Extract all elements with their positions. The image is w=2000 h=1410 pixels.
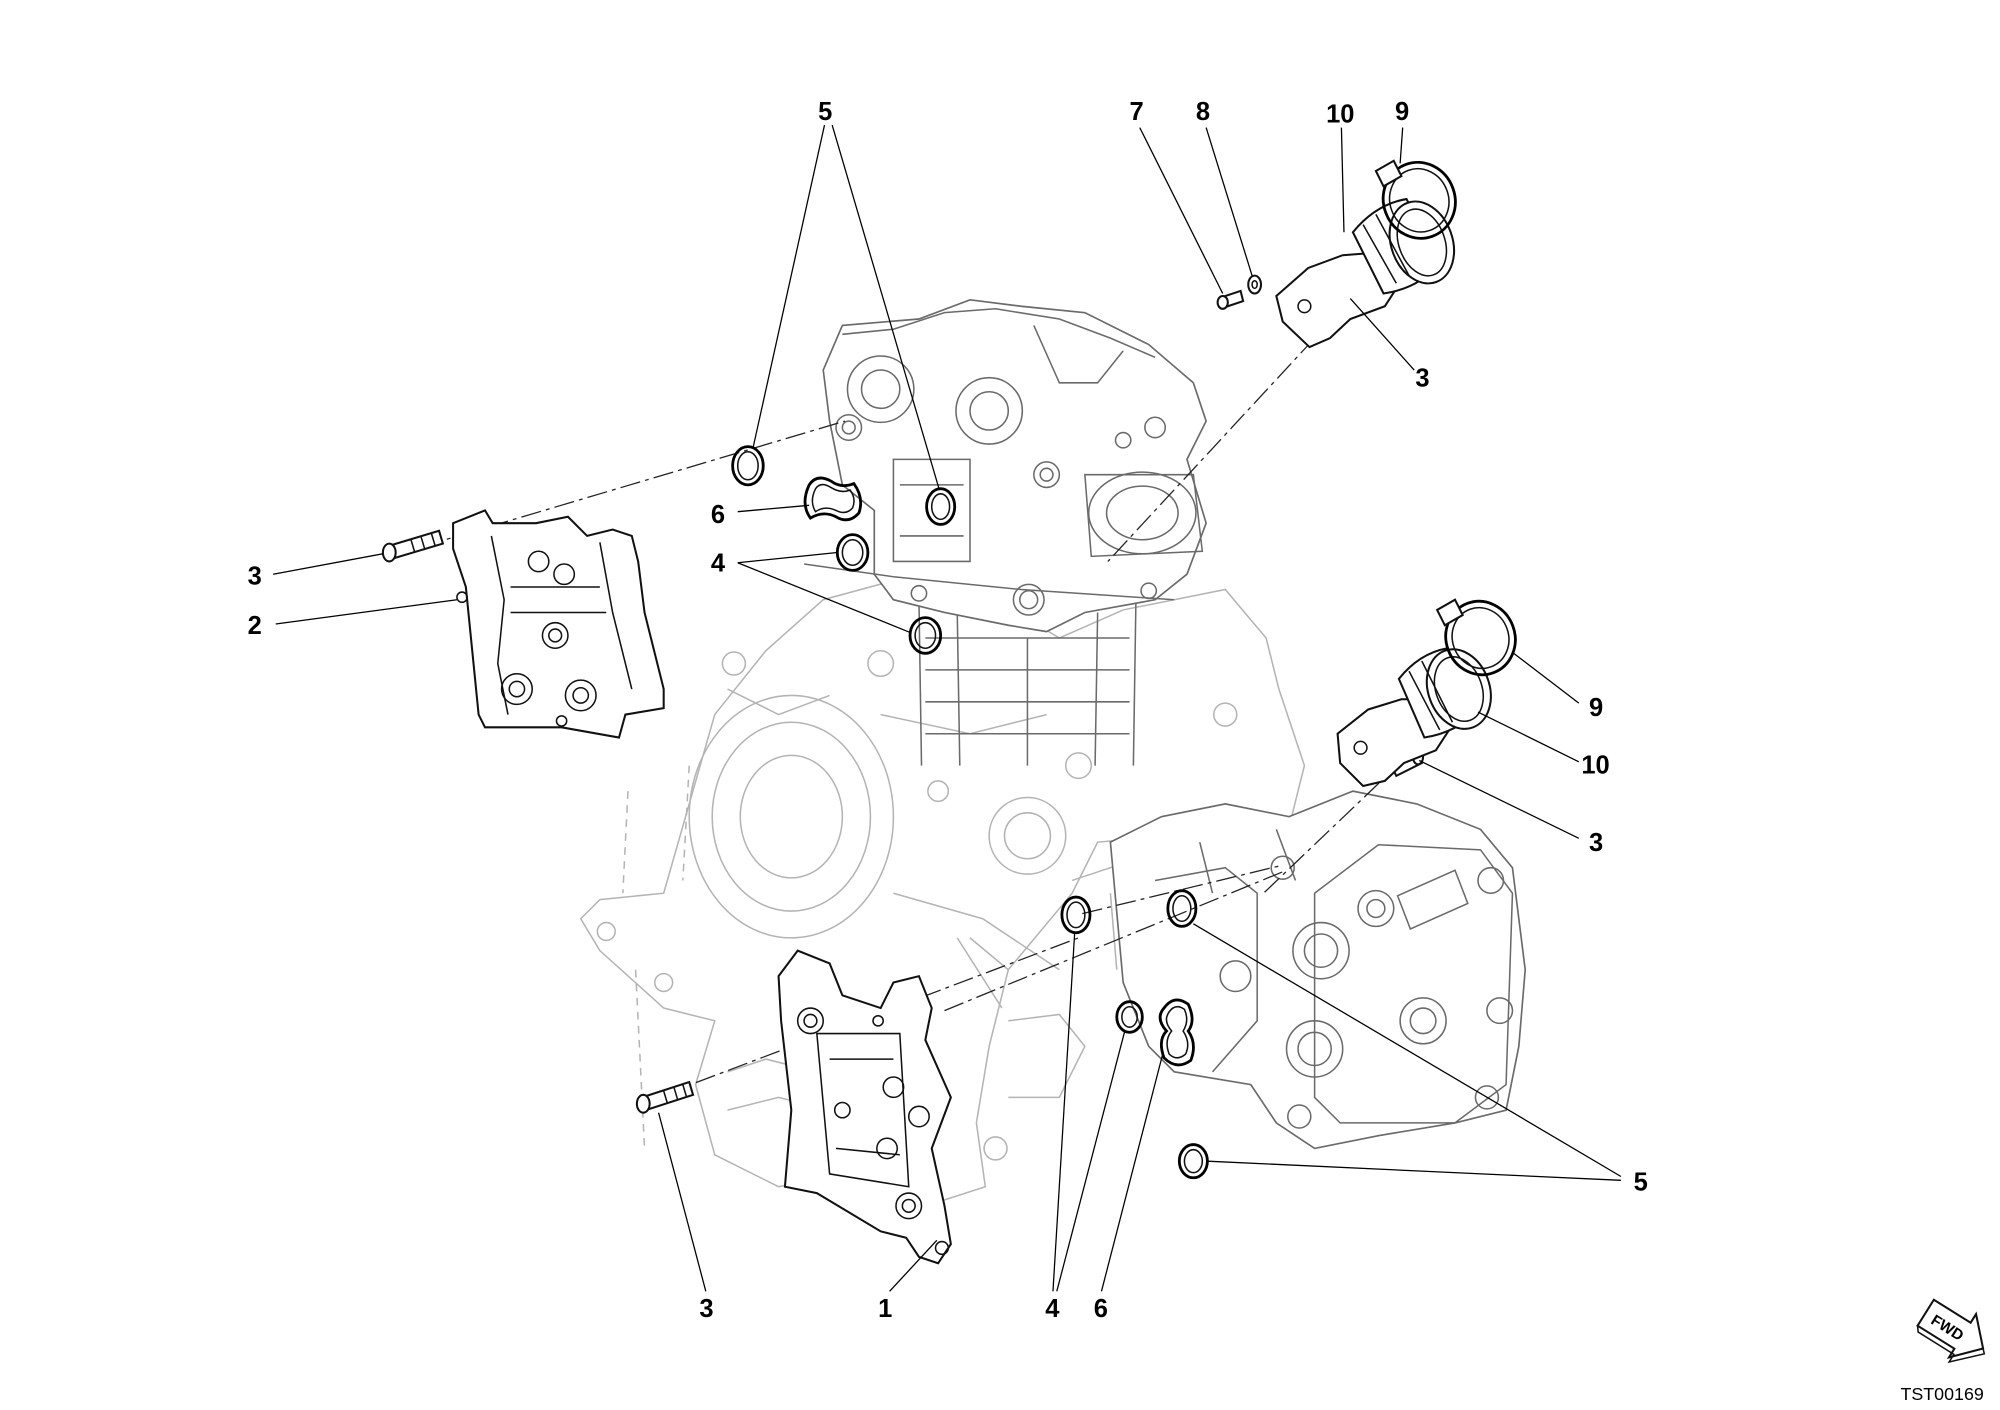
crankcase <box>579 579 1306 1207</box>
callout-4-bottom: 4 <box>1045 1295 1060 1323</box>
callout-10-right: 10 <box>1581 751 1609 779</box>
callout-9-right: 9 <box>1589 694 1603 722</box>
o-ring <box>1166 889 1198 928</box>
callout-labels: 5 7 8 10 9 3 6 4 3 2 9 10 3 5 3 1 4 6 <box>248 98 1648 1323</box>
vertical-cylinder <box>918 599 1137 766</box>
callout-9-top: 9 <box>1395 98 1409 126</box>
callout-3-right-upper: 3 <box>1415 365 1429 393</box>
o-ring <box>1115 1000 1144 1034</box>
callout-7: 7 <box>1130 98 1144 126</box>
o-ring <box>925 487 957 526</box>
belt-cover-horizontal-head <box>777 949 952 1265</box>
vertical-cylinder-head <box>803 299 1208 633</box>
horizontal-cylinder-head <box>1109 790 1527 1150</box>
valve-cover-plate <box>1396 869 1469 930</box>
drawing-code: TST00169 <box>1900 1384 1983 1404</box>
callout-1: 1 <box>878 1295 892 1323</box>
screw-7 <box>1216 289 1245 310</box>
callout-3-bottom: 3 <box>699 1295 713 1323</box>
forward-direction-arrow: FWD <box>1916 1298 1986 1364</box>
callout-4-left: 4 <box>711 550 726 578</box>
callout-2: 2 <box>248 612 262 640</box>
intake-manifold-top <box>1275 197 1456 349</box>
callout-5-right: 5 <box>1634 1169 1648 1197</box>
o-ring <box>731 445 765 487</box>
callout-5-top: 5 <box>818 98 832 126</box>
callout-6-left: 6 <box>711 501 725 529</box>
callout-3-right-lower: 3 <box>1589 829 1603 857</box>
belt-cover-vertical-head <box>452 509 665 739</box>
callout-3-left: 3 <box>248 562 262 590</box>
screw-left <box>381 529 445 563</box>
clamp-top <box>1374 159 1457 240</box>
o-ring <box>1060 895 1092 935</box>
o-ring <box>1177 1143 1209 1180</box>
clamp-right <box>1435 598 1517 677</box>
gasket-lower <box>1158 998 1195 1067</box>
o-ring <box>908 616 943 655</box>
washer-8 <box>1247 274 1263 295</box>
gasket-upper <box>803 476 863 522</box>
callout-8: 8 <box>1196 98 1210 126</box>
leader-lines <box>273 124 1622 1292</box>
screw-bottom <box>635 1080 695 1114</box>
callout-10-top: 10 <box>1326 101 1354 129</box>
intake-manifold-right <box>1336 647 1492 788</box>
o-rings <box>731 445 1209 1180</box>
callout-6-bottom: 6 <box>1094 1295 1108 1323</box>
o-ring <box>835 533 870 572</box>
